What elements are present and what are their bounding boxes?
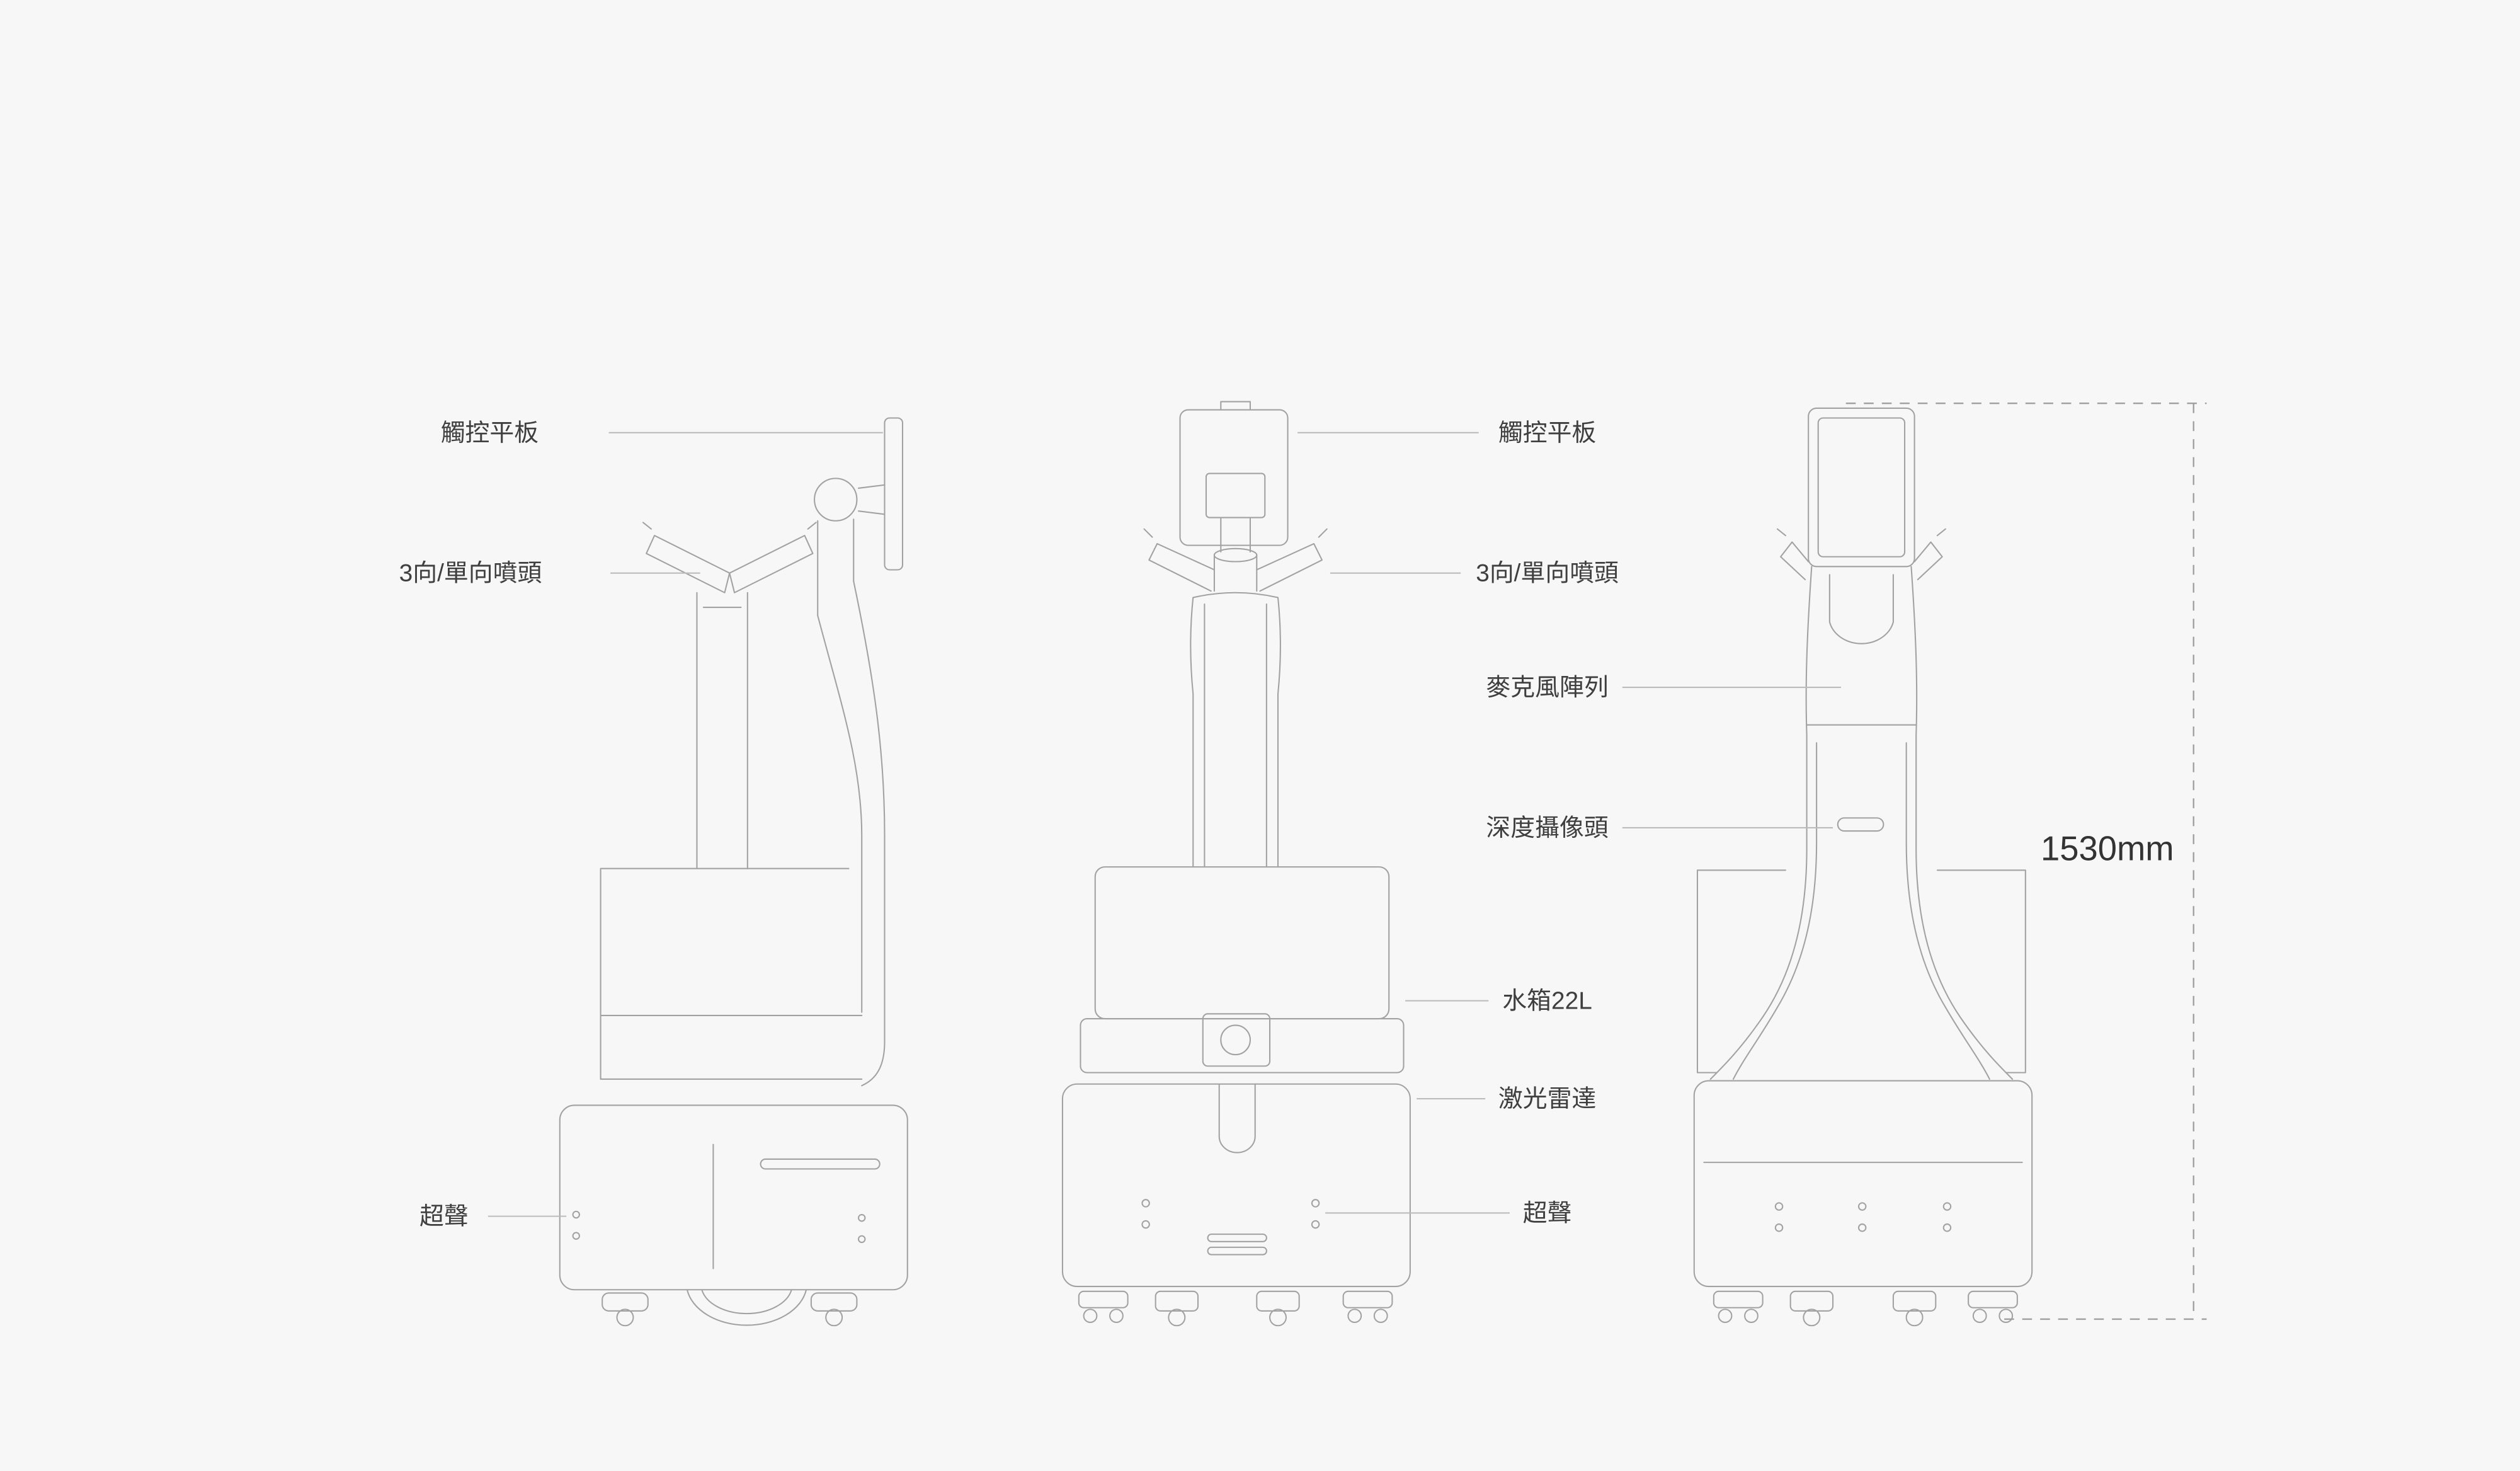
nozzle-wing-right	[729, 535, 814, 593]
nozzle-hub-sides	[1213, 554, 1258, 592]
caster-rear	[810, 1292, 858, 1312]
drive-wheel	[686, 1289, 807, 1326]
base-grille-top	[1207, 1233, 1267, 1242]
label-lidar: 激光雷達	[1498, 1085, 1596, 1113]
neck-shoulder	[1192, 592, 1279, 598]
label-spray-nozzle-front: 3向/單向噴頭	[1476, 560, 1619, 587]
nozzle-hub	[1213, 547, 1258, 563]
nozzle-wing-right	[1913, 541, 1943, 581]
tank-lower-band	[1080, 1018, 1405, 1073]
ultrasonic-sensors-front	[1141, 1199, 1320, 1229]
back-column-left	[1709, 566, 1813, 1080]
neck-column	[696, 592, 748, 869]
back-seam-left	[1732, 742, 1818, 1080]
label-touch-panel-side: 觸控平板	[441, 420, 539, 447]
back-tube-inner	[817, 615, 863, 1013]
label-spray-nozzle-side: 3向/單向噴頭	[399, 560, 542, 587]
base-grille-bottom	[1207, 1246, 1267, 1256]
label-depth-camera: 深度攝像頭	[1486, 815, 1608, 842]
neck-right-edge	[1277, 597, 1281, 868]
label-microphone-array: 麥克風陣列	[1486, 674, 1608, 701]
caster-front-wheel	[616, 1308, 634, 1327]
label-ultrasonic-side: 超聲	[419, 1203, 469, 1230]
tablet-back-icon	[1808, 407, 1915, 568]
base-chassis-front	[1061, 1083, 1411, 1288]
label-ultrasonic-front: 超聲	[1523, 1199, 1572, 1227]
nozzle-tips	[1143, 528, 1328, 538]
tablet-back-panel	[1817, 417, 1906, 558]
back-column-right	[1910, 566, 2014, 1080]
casters-front-view	[1078, 1290, 1393, 1327]
ultrasonic-sensors-back	[1774, 1202, 1952, 1232]
tank-body-side	[600, 867, 863, 1080]
back-tube-outer	[853, 580, 886, 1087]
tablet-side-icon	[884, 417, 904, 571]
support-pole	[817, 518, 855, 617]
base-vent-slot	[760, 1158, 881, 1170]
label-water-tank: 水箱22L	[1502, 988, 1592, 1015]
tablet-mount-pivot	[814, 478, 858, 522]
tablet-stand	[1220, 517, 1251, 553]
ultrasonic-sensors-side	[572, 1210, 866, 1244]
handle-loop	[1828, 574, 1894, 644]
front-camera-lens	[1220, 1024, 1251, 1056]
nozzle-tips	[642, 522, 817, 530]
nozzle-tips	[1776, 528, 1946, 537]
height-dimension-value: 1530mm	[2041, 830, 2174, 868]
water-tank-front	[1094, 866, 1390, 1020]
robot-front-view	[1061, 401, 1411, 1327]
nozzle-wing-left	[1780, 541, 1810, 581]
front-camera-box	[1202, 1013, 1271, 1067]
tablet-front-icon	[1179, 409, 1289, 546]
casters-back-view	[1713, 1290, 2018, 1327]
depth-camera-slot	[1837, 817, 1884, 832]
tablet-mount-arm	[857, 484, 886, 515]
back-seam-right	[1905, 742, 1990, 1080]
nozzle-wing-left	[646, 535, 731, 593]
base-chassis-side	[559, 1104, 908, 1291]
leader-lines	[487, 432, 1842, 1217]
base-chassis-back	[1693, 1080, 2033, 1288]
lidar-slot	[1218, 1083, 1256, 1153]
height-dimension: 1530mm	[1845, 403, 2207, 1320]
caster-rear-wheel	[825, 1308, 843, 1327]
label-touch-panel-front: 觸控平板	[1498, 420, 1596, 447]
labels: 觸控平板 3向/單向噴頭 超聲 觸控平板 3向/單向噴頭 麥克風陣列 深度攝像頭…	[399, 420, 1619, 1230]
tablet-top-tab	[1220, 401, 1251, 411]
neck-inner-lines	[1204, 603, 1267, 868]
neck-left-edge	[1190, 597, 1194, 868]
nozzle-wing-left	[1148, 542, 1215, 592]
tank-edge-left	[1696, 869, 1786, 1073]
robot-side-view	[559, 417, 908, 1327]
caster-front	[601, 1292, 649, 1312]
tank-edge-right	[1936, 869, 2026, 1073]
nozzle-wing-right	[1256, 542, 1323, 592]
tablet-bracket	[1205, 472, 1266, 518]
robot-back-view	[1693, 407, 2033, 1327]
